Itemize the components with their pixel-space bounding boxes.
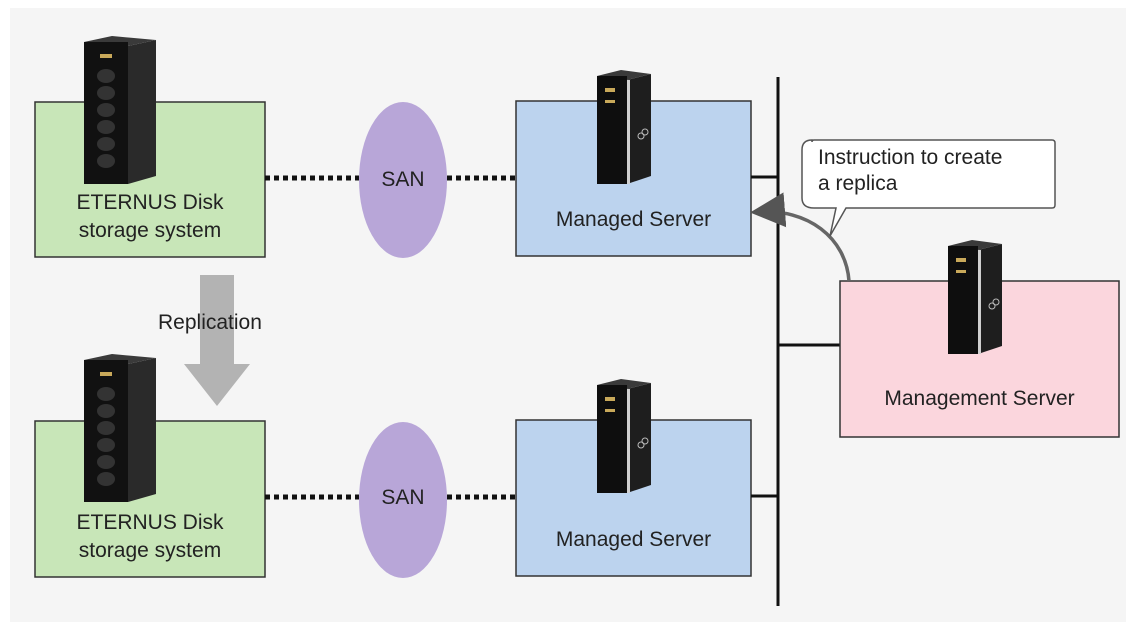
managed-server-label-top: Managed Server xyxy=(555,208,712,231)
storage-label-top-line2: storage system xyxy=(78,219,222,242)
managed-server-label-bottom: Managed Server xyxy=(555,528,712,551)
storage-tower-icon-bottom xyxy=(84,354,156,502)
server-tower-icon-bottom xyxy=(597,379,651,493)
callout-text-line2: a replica xyxy=(818,172,898,195)
callout-text-line1: Instruction to create xyxy=(818,146,1003,169)
server-tower-icon-top xyxy=(597,70,651,184)
san-label-bottom: SAN xyxy=(381,486,425,509)
server-tower-icon-management xyxy=(948,240,1002,354)
san-ellipse-bottom xyxy=(359,422,447,578)
replication-arrow xyxy=(184,275,250,406)
instruction-arrow xyxy=(750,192,851,282)
storage-label-top-line1: ETERNUS Disk xyxy=(76,191,224,214)
storage-label-bottom-line2: storage system xyxy=(78,539,222,562)
storage-tower-icon-top xyxy=(84,36,156,184)
san-label-top: SAN xyxy=(381,168,425,191)
san-ellipse-top xyxy=(359,102,447,258)
replication-label: Replication xyxy=(158,311,262,334)
callout-bubble xyxy=(801,139,1056,237)
management-server-label: Management Server xyxy=(884,387,1075,410)
storage-label-bottom-line1: ETERNUS Disk xyxy=(76,511,224,534)
